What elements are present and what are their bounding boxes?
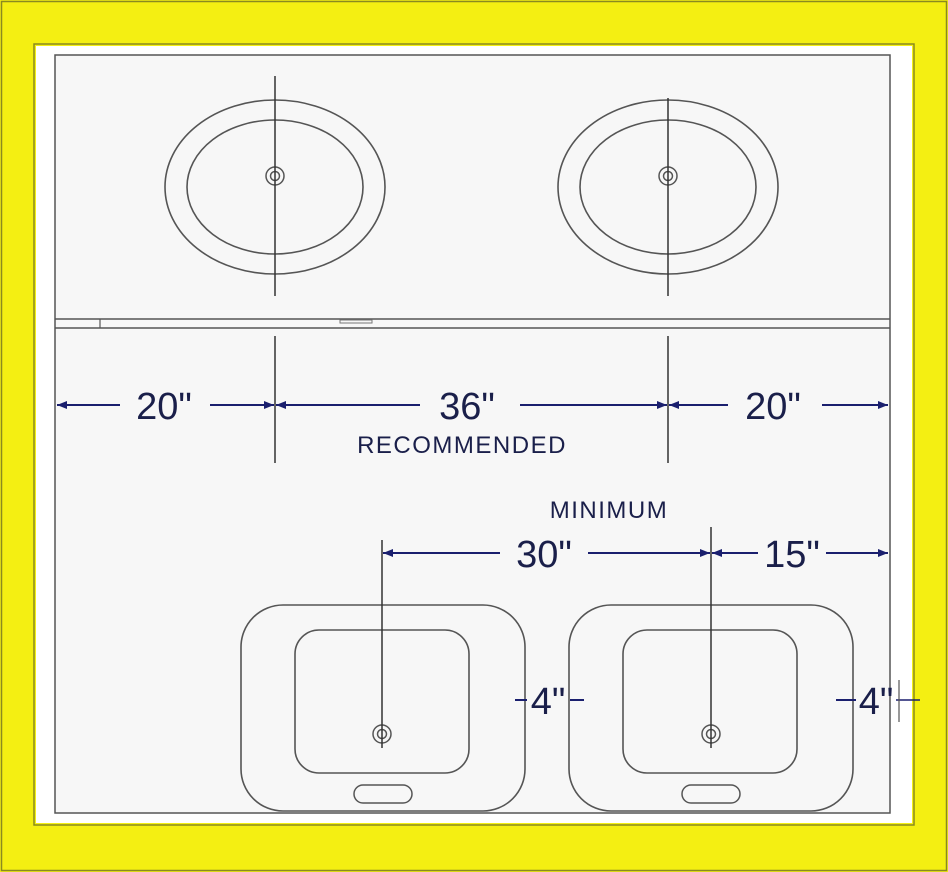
sink-gap-dimension: 4" bbox=[515, 681, 584, 723]
overflow-slot bbox=[353, 784, 413, 804]
recommended-center-dimension: 36" bbox=[439, 386, 495, 428]
edge-gap-dimension: 4" bbox=[836, 680, 920, 723]
recommended-dimensions: 20" 36" 20" RECOMMENDED bbox=[57, 386, 888, 459]
recommended-label: RECOMMENDED bbox=[357, 432, 567, 459]
minimum-center-dimension: 30" bbox=[516, 534, 572, 576]
countertop-mark bbox=[339, 319, 373, 324]
recommended-right-dimension: 20" bbox=[745, 386, 801, 428]
minimum-edge-dimension: 4" bbox=[859, 681, 894, 723]
recommended-left-dimension: 20" bbox=[136, 386, 192, 428]
minimum-label: MINIMUM bbox=[550, 497, 668, 524]
rectangular-sink-left bbox=[240, 604, 526, 812]
minimum-gap-dimension: 4" bbox=[531, 681, 566, 723]
frame-inner-edge bbox=[33, 43, 915, 826]
overflow-slot bbox=[681, 784, 741, 804]
minimum-dimensions: 30" 15" bbox=[383, 534, 888, 576]
minimum-right-dimension: 15" bbox=[764, 534, 820, 576]
